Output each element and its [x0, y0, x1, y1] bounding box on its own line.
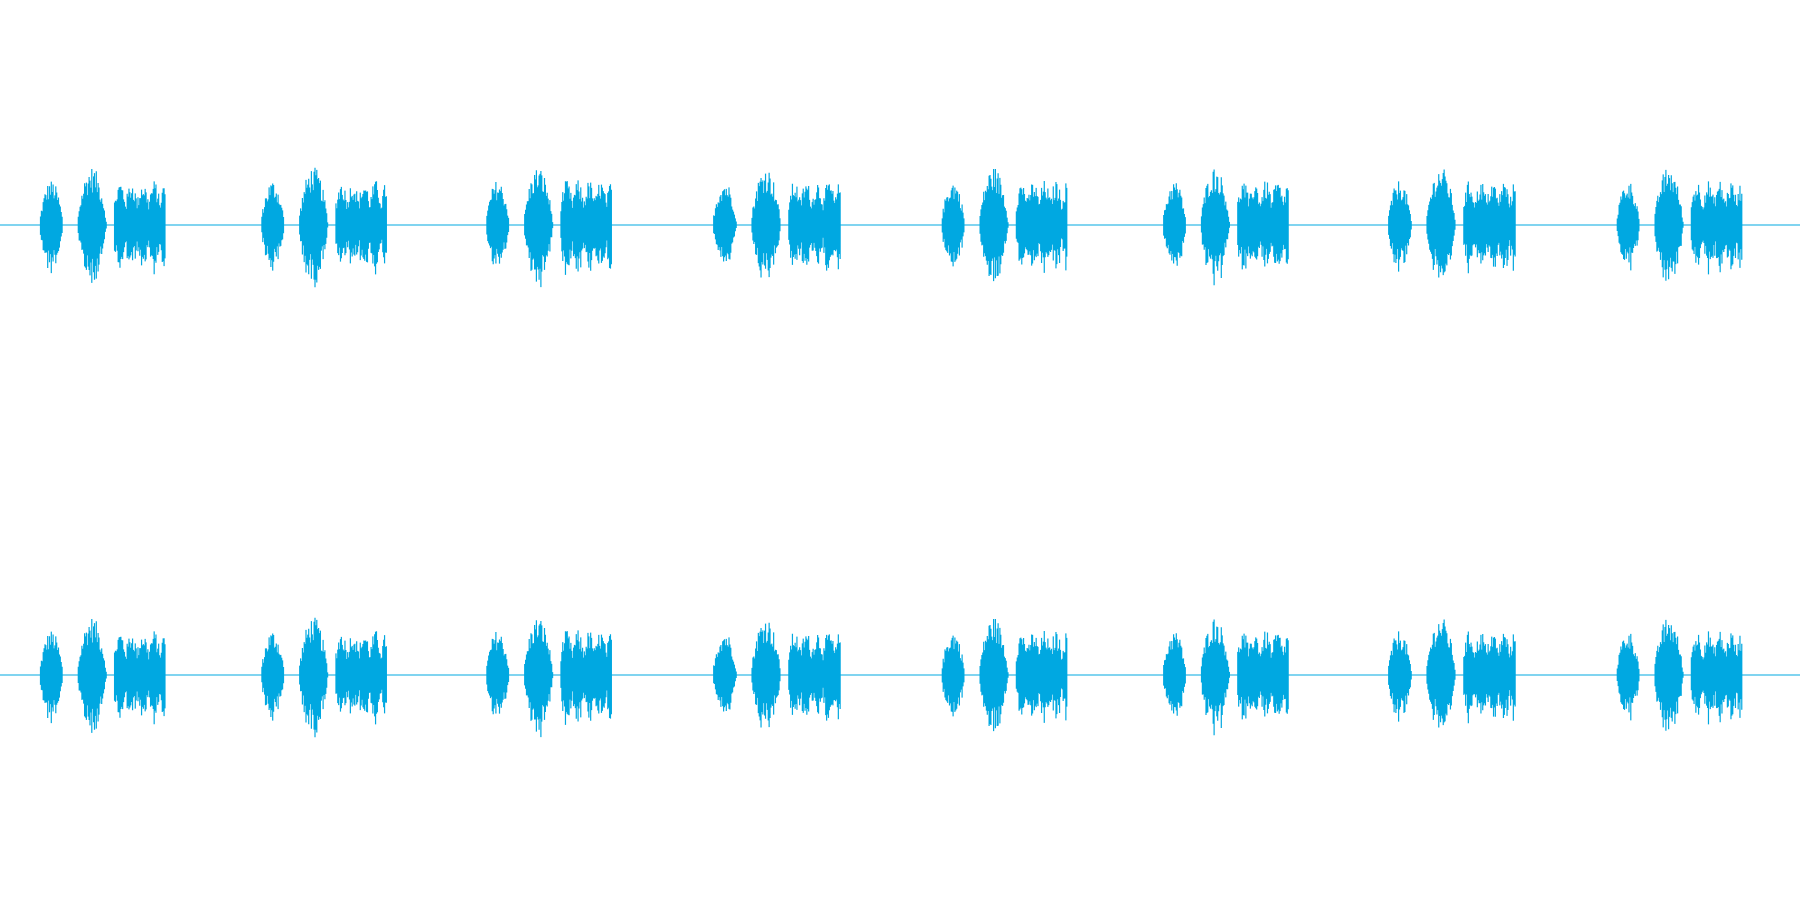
burst-ch1-g5-s1 [941, 185, 965, 267]
burst-ch1-g5-s2 [979, 168, 1009, 282]
burst-ch1-g6-s1 [1163, 183, 1186, 266]
burst-ch2-g7-s3 [1463, 631, 1516, 724]
burst-ch1-g8-s1 [1616, 183, 1640, 271]
burst-ch2-g5-s1 [941, 635, 965, 717]
burst-ch1-g3-s2 [524, 170, 554, 288]
burst-ch1-g5-s3 [1015, 180, 1068, 273]
burst-ch2-g6-s2 [1200, 619, 1230, 736]
burst-ch1-g4-s3 [788, 183, 841, 271]
burst-ch1-g7-s2 [1426, 169, 1456, 278]
burst-ch2-g3-s3 [560, 630, 612, 725]
burst-ch1-g1-s3 [113, 181, 166, 275]
burst-ch2-g2-s1 [261, 633, 285, 721]
burst-ch1-g8-s3 [1690, 181, 1743, 275]
burst-ch1-g6-s3 [1237, 181, 1289, 270]
burst-ch1-g2-s3 [335, 181, 387, 275]
burst-ch2-g1-s3 [113, 631, 166, 725]
burst-ch2-g4-s1 [713, 637, 737, 712]
channel-1 [0, 167, 1800, 288]
burst-ch2-g7-s2 [1426, 619, 1456, 728]
burst-ch2-g8-s3 [1690, 631, 1743, 725]
burst-ch1-g4-s2 [751, 172, 781, 278]
channel-2 [0, 617, 1800, 738]
burst-ch1-g3-s3 [560, 180, 612, 275]
burst-ch1-g8-s2 [1654, 169, 1684, 281]
burst-ch2-g2-s2 [299, 617, 329, 738]
burst-ch1-g7-s3 [1463, 181, 1516, 274]
burst-ch2-g2-s3 [335, 631, 387, 725]
burst-ch1-g4-s1 [713, 187, 737, 262]
burst-ch1-g1-s2 [77, 168, 107, 283]
burst-ch2-g1-s1 [39, 631, 63, 724]
burst-ch2-g6-s3 [1237, 631, 1289, 720]
channels-layer [0, 167, 1800, 738]
burst-ch2-g1-s2 [77, 618, 107, 733]
burst-ch1-g3-s1 [486, 182, 510, 265]
burst-ch2-g3-s1 [486, 632, 510, 715]
burst-ch1-g1-s1 [39, 181, 63, 274]
burst-ch2-g6-s1 [1163, 633, 1186, 716]
burst-ch2-g3-s2 [524, 620, 554, 738]
burst-ch1-g6-s2 [1200, 169, 1230, 286]
burst-ch2-g4-s2 [751, 622, 781, 728]
burst-ch2-g5-s2 [979, 618, 1009, 732]
burst-ch2-g5-s3 [1015, 630, 1068, 723]
burst-ch1-g2-s2 [299, 167, 329, 288]
burst-ch1-g2-s1 [261, 183, 285, 271]
burst-ch2-g7-s1 [1388, 631, 1412, 722]
burst-ch2-g4-s3 [788, 633, 841, 721]
burst-ch2-g8-s1 [1616, 633, 1640, 721]
burst-ch1-g7-s1 [1388, 181, 1412, 272]
burst-ch2-g8-s2 [1654, 619, 1684, 731]
